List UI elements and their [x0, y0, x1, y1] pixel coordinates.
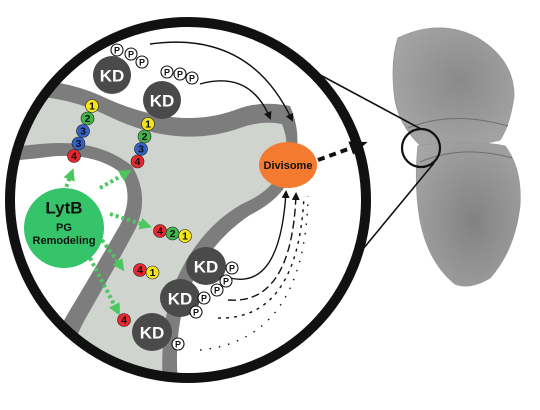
lytb-title: LytB: [45, 199, 82, 218]
residue-3: 3: [76, 124, 90, 138]
residue-3: 3: [71, 136, 86, 151]
chain-lower-3: 4: [117, 313, 131, 327]
residue-4: 4: [133, 263, 147, 277]
residue-label: 4: [157, 226, 163, 238]
residue-label: 4: [121, 315, 127, 327]
bacterium-cell: [392, 27, 521, 287]
residue-label: 4: [71, 151, 77, 163]
septum-line-1: [407, 117, 509, 129]
lytb-arrow-to-chain-right: [99, 170, 132, 190]
kinase-label: KD: [194, 258, 219, 277]
residue-4: 4: [117, 313, 131, 327]
kinase-label: KD: [140, 324, 165, 343]
residue-label: 1: [150, 267, 156, 279]
septum-line-2: [419, 151, 513, 163]
lytb-arrows: [60, 168, 152, 316]
divisome-label: Divisome: [264, 160, 313, 172]
cell-upper-lobe: [392, 27, 515, 148]
divisome-export-arrow: [317, 141, 368, 162]
residue-label: 4: [137, 265, 143, 277]
phosphate: P: [160, 65, 174, 79]
phosphate-label: P: [223, 277, 229, 287]
signal-line-4: [227, 192, 300, 301]
phosphate: P: [197, 291, 211, 305]
residue-label: 3: [138, 144, 144, 156]
phosphate-label: P: [214, 286, 220, 296]
lytb-arrow-to-lower-1: [109, 212, 152, 230]
residue-label: 2: [85, 113, 91, 125]
lytb-arrow-to-lower-3: [88, 257, 120, 316]
residue-1: 1: [178, 229, 192, 243]
kinase-label: KD: [168, 290, 193, 309]
phosphate-label: P: [189, 74, 195, 84]
residue-label: 3: [76, 138, 82, 150]
residue-label: 3: [80, 126, 86, 138]
residue-4: 4: [153, 224, 167, 238]
residue-2: 2: [80, 111, 95, 126]
phosphate-label: P: [128, 50, 134, 60]
residue-label: 2: [170, 228, 176, 240]
divisome: Divisome: [259, 142, 317, 188]
phosphate: P: [173, 67, 187, 81]
phosphate-label: P: [229, 264, 235, 274]
residue-label: 4: [135, 156, 141, 168]
phosphate-label: P: [175, 340, 181, 350]
kinase-lower-3: KD P: [132, 313, 185, 351]
phosphate-label: P: [139, 58, 145, 68]
lytb-enzyme: LytB PG Remodeling: [24, 188, 104, 268]
residue-3: 3: [134, 142, 148, 156]
magnification-circle: [5, 17, 371, 383]
signal-lines: [149, 41, 309, 351]
phosphate: P: [185, 71, 199, 85]
phosphate-label: P: [201, 294, 207, 304]
phosphate-label: P: [114, 46, 120, 56]
residue-label: 2: [142, 131, 148, 143]
signal-line-1: [149, 41, 294, 122]
residue-2: 2: [137, 129, 152, 144]
residue-label: 1: [89, 101, 95, 113]
phosphate: P: [225, 261, 239, 275]
cell-lower-lobe: [415, 141, 521, 287]
phosphate-label: P: [177, 70, 183, 80]
residue-label: 1: [145, 119, 151, 131]
signal-line-2: [199, 80, 272, 120]
phosphate: P: [124, 47, 138, 61]
residue-1: 1: [141, 117, 155, 131]
phosphate-label: P: [164, 68, 170, 78]
signal-line-5: [217, 195, 305, 319]
lytb-line2: Remodeling: [33, 235, 96, 247]
signal-line-3: [229, 190, 290, 280]
residue-4: 4: [67, 149, 81, 163]
residue-1: 1: [85, 99, 99, 113]
residue-2: 2: [165, 226, 180, 241]
phosphate: P: [171, 337, 185, 351]
residue-label: 1: [182, 231, 188, 243]
phosphate: P: [210, 283, 224, 297]
kinase-label: KD: [150, 92, 175, 111]
phosphate: P: [219, 274, 233, 288]
kinase-label: KD: [100, 67, 125, 86]
residue-1: 1: [145, 265, 160, 280]
residue-4: 4: [130, 154, 145, 169]
lytb-arrow-to-chain-left: [60, 168, 75, 199]
phosphate-label: P: [193, 308, 199, 318]
lytb-line1: PG: [56, 222, 72, 234]
phosphate: P: [110, 43, 124, 57]
phosphate: P: [189, 305, 203, 319]
phosphate: P: [135, 55, 149, 69]
cell-wall-band: [10, 95, 287, 378]
